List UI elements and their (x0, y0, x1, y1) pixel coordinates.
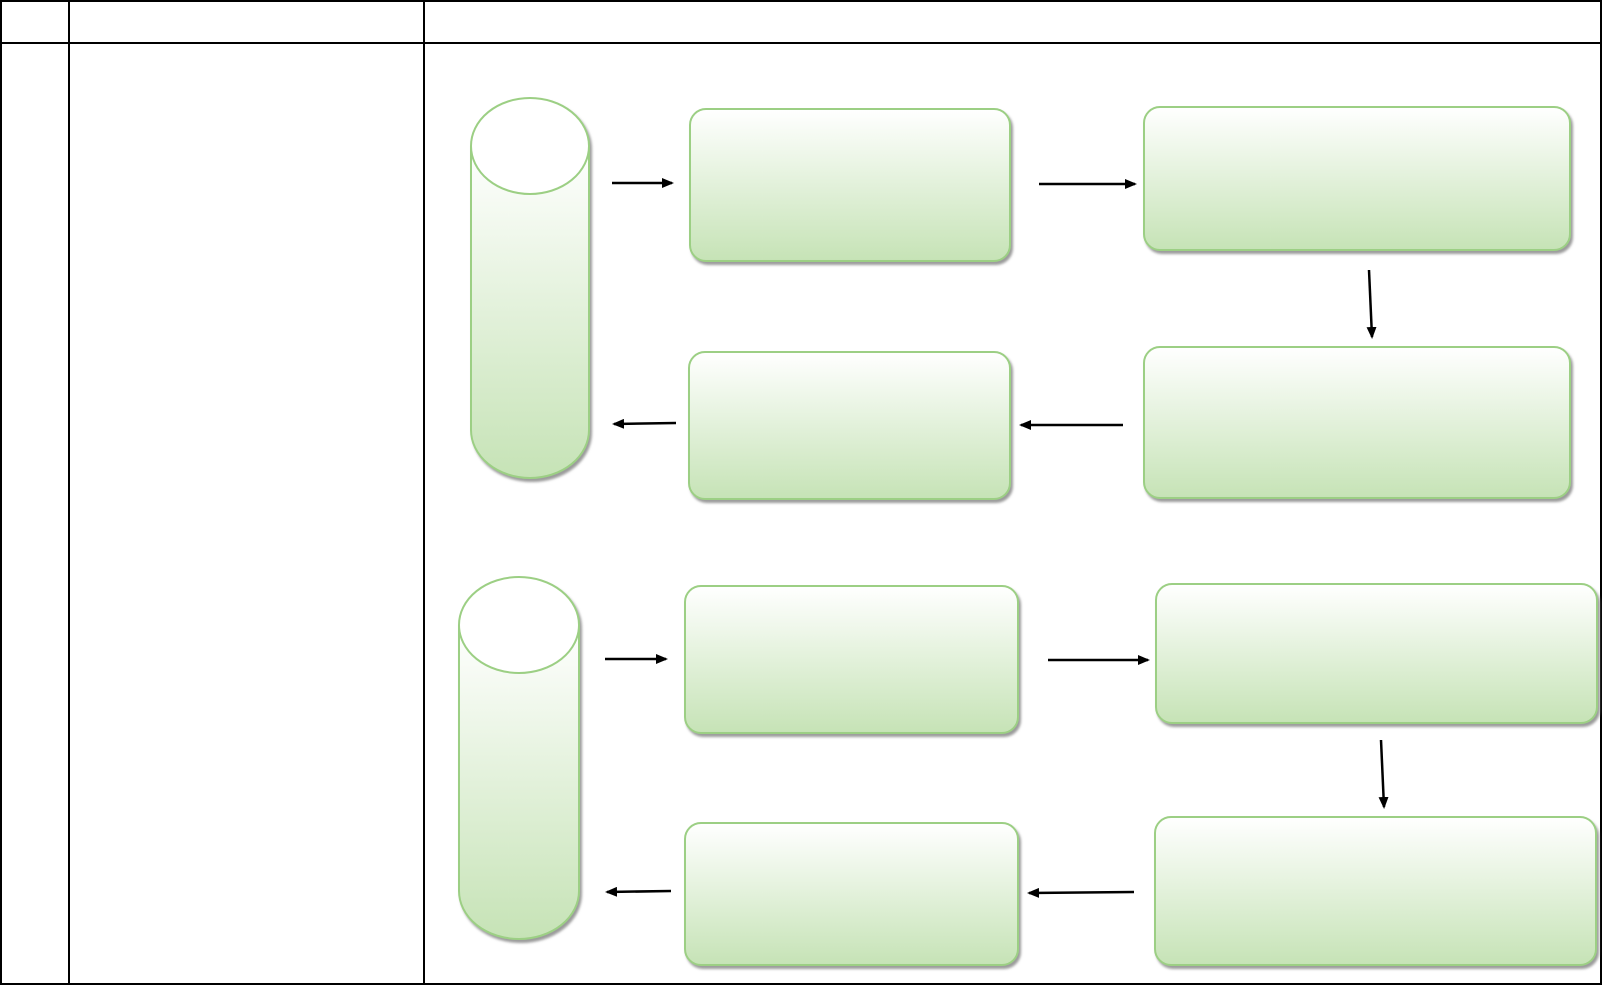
flow-1-box-3 (1143, 346, 1571, 499)
flow-diagram-1 (470, 97, 1571, 500)
flow-2-box-4 (684, 822, 1019, 966)
flow-2-box-1 (684, 585, 1019, 734)
database-cylinder-1 (470, 97, 590, 479)
flow-1-box-1 (689, 108, 1011, 262)
flow-2-arrow-box-2-to-box-3 (1378, 739, 1389, 809)
flow-2-box-3 (1154, 816, 1597, 966)
flow-diagram-2 (458, 576, 1598, 966)
flow-1-box-2 (1143, 106, 1571, 251)
flow-1-box-4 (688, 351, 1011, 500)
flow-1-arrow-box-4-to-cylinder (612, 418, 677, 429)
flow-2-arrow-box-3-to-box-4 (1027, 887, 1135, 898)
flow-2-arrow-box-4-to-cylinder (605, 886, 672, 897)
flow-1-arrow-box-2-to-box-3 (1366, 269, 1377, 339)
database-cylinder-2 (458, 576, 580, 940)
flow-2-box-2 (1155, 583, 1598, 724)
